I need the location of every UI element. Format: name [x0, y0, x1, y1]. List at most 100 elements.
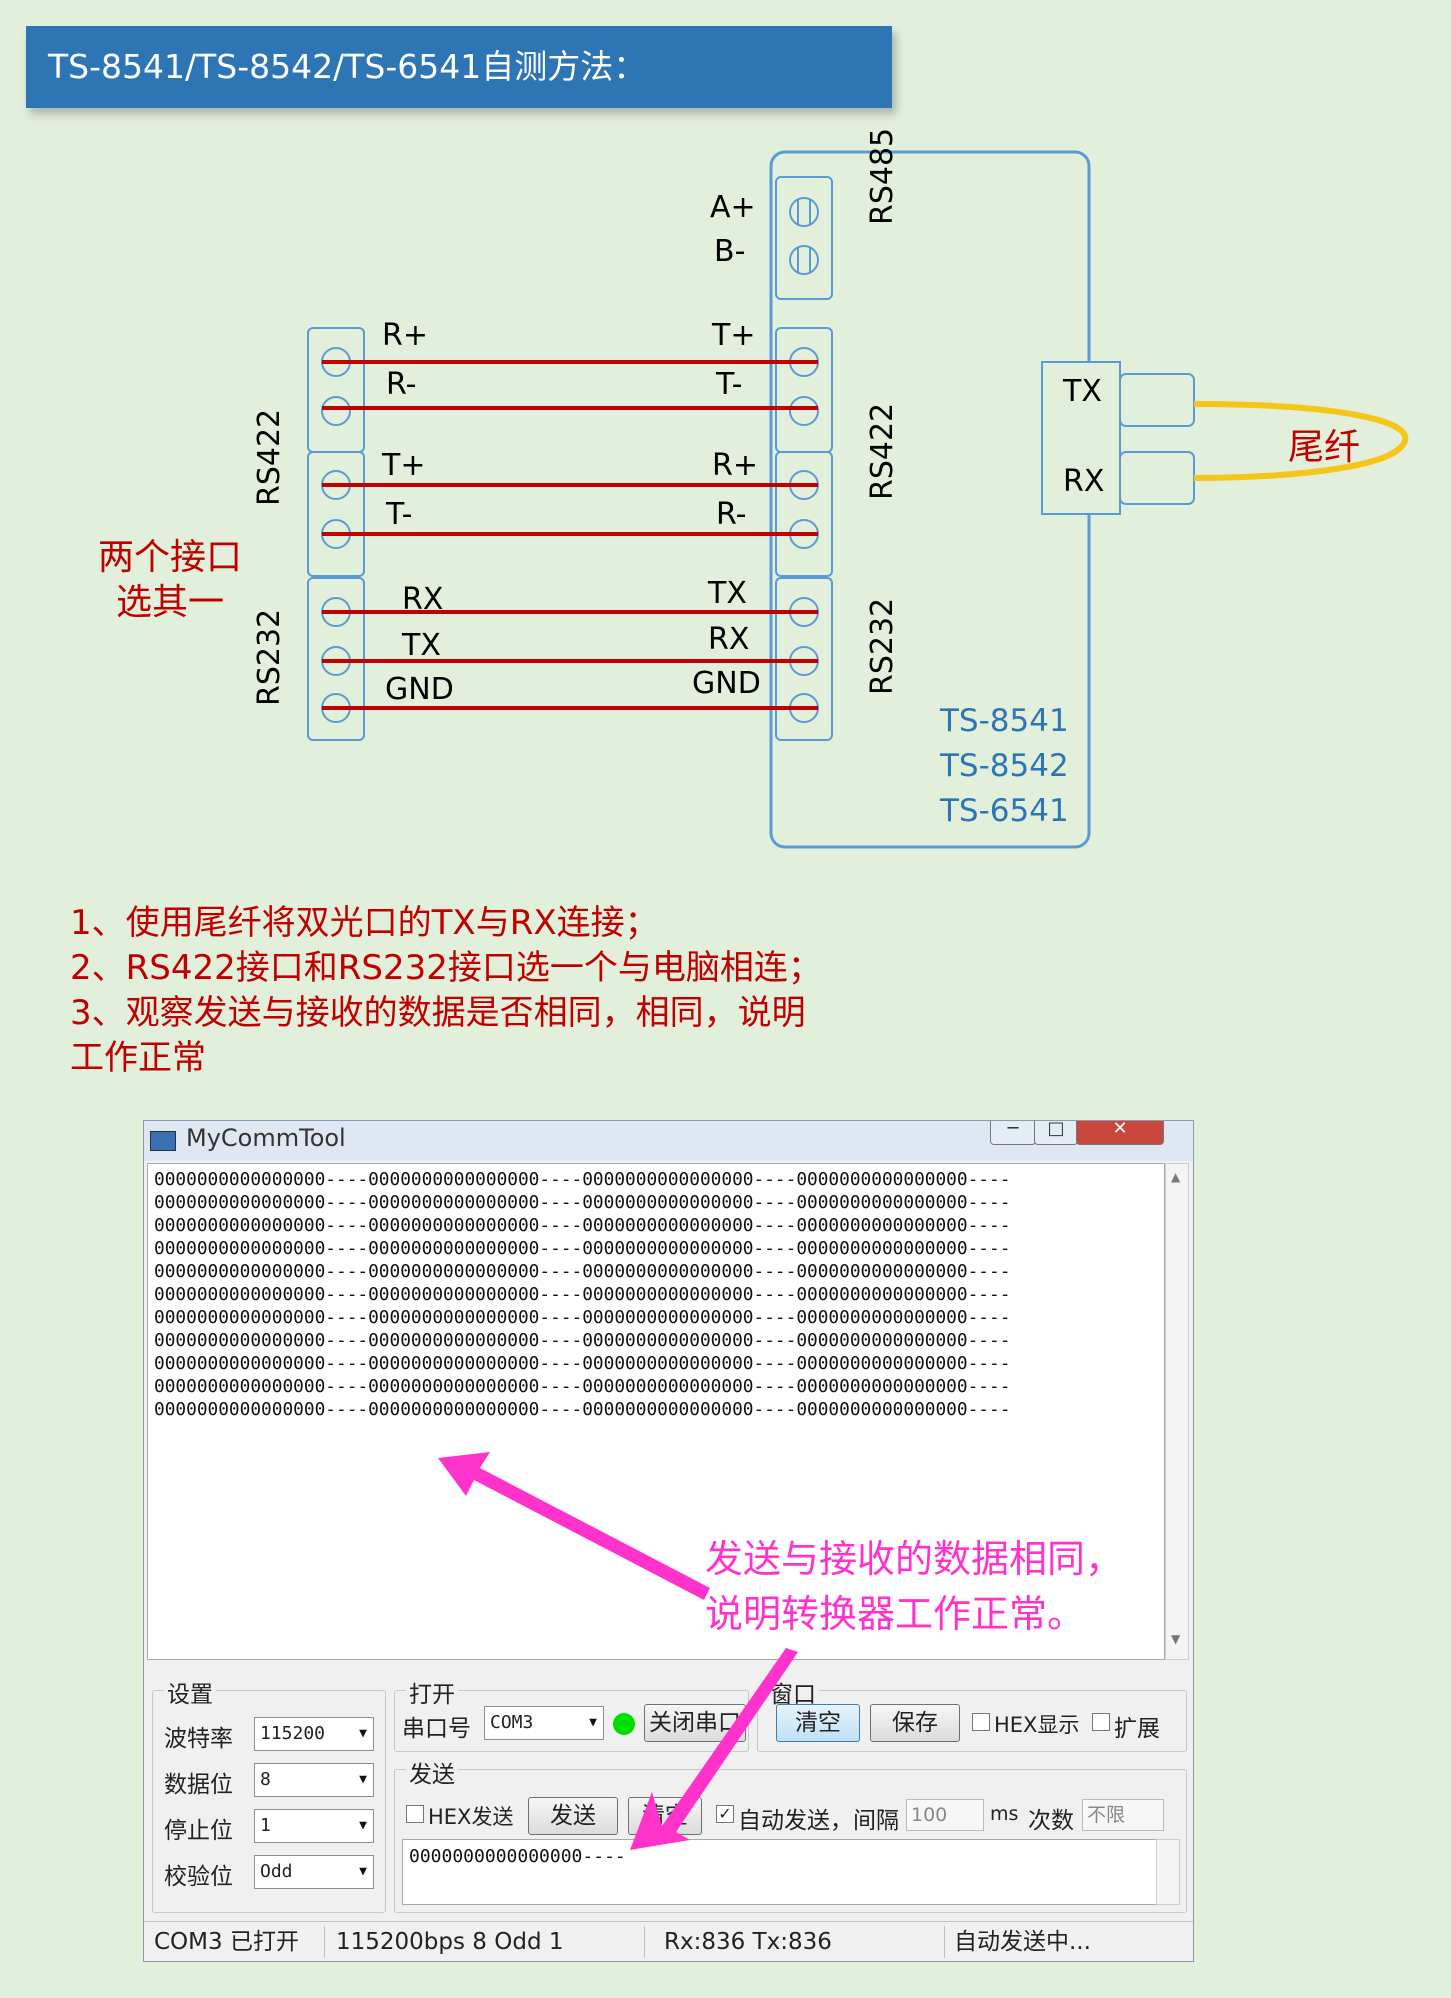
scroll-down-icon[interactable]: ▼	[1171, 1632, 1181, 1646]
conv-rs422-pin-tplus: T+	[712, 318, 756, 353]
status-params: 115200bps 8 Odd 1	[336, 1929, 564, 1955]
baud-select[interactable]: 115200▼	[254, 1717, 374, 1751]
fiber-port-block	[1041, 361, 1121, 515]
arrow-to-send-icon	[630, 1648, 798, 1850]
port-value: COM3	[490, 1712, 534, 1733]
received-line: 0000000000000000----0000000000000000----…	[154, 1192, 1011, 1213]
data-bits-select[interactable]: 8▼	[254, 1763, 374, 1797]
received-line: 0000000000000000----0000000000000000----…	[154, 1169, 1011, 1190]
status-bar: COM3 已打开 115200bps 8 Odd 1 Rx:836 Tx:836…	[144, 1921, 1193, 1961]
instruction-2: 2、RS422接口和RS232接口选一个与电脑相连；	[70, 948, 822, 988]
received-line: 0000000000000000----0000000000000000----…	[154, 1376, 1011, 1397]
interval-input[interactable]: 100	[906, 1799, 984, 1831]
received-line: 0000000000000000----0000000000000000----…	[154, 1284, 1011, 1305]
port-status-indicator	[613, 1713, 635, 1735]
conv-rs232-pin-gnd: GND	[692, 666, 761, 701]
parity-value: Odd	[260, 1861, 293, 1882]
annotation-line1: 发送与接收的数据相同，	[705, 1537, 1124, 1581]
settings-group-label: 设置	[164, 1675, 216, 1709]
port-select[interactable]: COM3 ▼	[484, 1706, 604, 1740]
arrow-to-received-icon	[438, 1452, 710, 1600]
receive-area[interactable]: 0000000000000000----0000000000000000----…	[147, 1163, 1165, 1660]
rs485-pin-b: B-	[714, 234, 746, 269]
send-button[interactable]: 发送	[528, 1797, 618, 1835]
received-line: 0000000000000000----0000000000000000----…	[154, 1238, 1011, 1259]
send-input-text: 0000000000000000----	[409, 1846, 626, 1867]
scroll-up-icon[interactable]: ▲	[1171, 1170, 1181, 1184]
window-title: MyCommTool	[186, 1124, 346, 1152]
data-bits-value: 8	[260, 1769, 271, 1790]
hex-send-checkbox[interactable]	[406, 1805, 424, 1823]
hex-display-label: HEX显示	[994, 1713, 1080, 1737]
status-port: COM3 已打开	[154, 1929, 299, 1955]
count-input[interactable]: 不限	[1082, 1799, 1164, 1831]
status-counts: Rx:836 Tx:836	[664, 1929, 832, 1955]
auto-send-label: 自动发送，间隔	[738, 1808, 899, 1834]
receive-scrollbar[interactable]: ▲ ▼	[1165, 1163, 1189, 1660]
port-label: 串口号	[402, 1716, 471, 1742]
received-line: 0000000000000000----0000000000000000----…	[154, 1215, 1011, 1236]
mycommtool-window: MyCommTool ─ □ ✕ 0000000000000000----000…	[143, 1120, 1194, 1962]
send-input[interactable]: 0000000000000000----	[402, 1839, 1164, 1905]
pc-rs422-pin-rminus: R-	[386, 367, 417, 402]
received-line: 0000000000000000----0000000000000000----…	[154, 1330, 1011, 1351]
expand-label: 扩展	[1114, 1716, 1160, 1742]
model-name-1: TS-8541	[940, 703, 1069, 739]
conv-rs422-pin-tminus: T-	[716, 367, 743, 402]
received-line: 0000000000000000----0000000000000000----…	[154, 1261, 1011, 1282]
pc-rs422-pin-tminus: T-	[386, 497, 413, 532]
baud-label: 波特率	[164, 1726, 233, 1752]
rs485-pin-a: A+	[710, 190, 756, 225]
count-label: 次数	[1028, 1808, 1074, 1834]
parity-label: 校验位	[164, 1864, 233, 1890]
conv-rs422-pin-rminus: R-	[716, 497, 747, 532]
instruction-3-continued: 工作正常	[70, 1038, 206, 1078]
fiber-loop	[1193, 401, 1409, 481]
send-scrollbar[interactable]	[1156, 1839, 1180, 1905]
app-icon	[150, 1131, 176, 1151]
window-titlebar[interactable]: MyCommTool ─ □ ✕	[144, 1121, 1193, 1161]
hex-send-label: HEX发送	[428, 1805, 514, 1829]
instruction-1: 1、使用尾纤将双光口的TX与RX连接；	[70, 903, 659, 943]
fiber-tx-port	[1119, 373, 1195, 427]
data-bits-label: 数据位	[164, 1772, 233, 1798]
expand-checkbox[interactable]	[1092, 1713, 1110, 1731]
clear-receive-button[interactable]: 清空	[776, 1704, 860, 1742]
chevron-down-icon: ▼	[359, 1772, 367, 1787]
pc-rs232-pin-rx: RX	[402, 582, 444, 617]
send-group	[394, 1769, 1187, 1913]
page-title: TS-8541/TS-8542/TS-6541自测方法：	[26, 26, 892, 108]
minimize-icon[interactable]: ─	[990, 1121, 1036, 1145]
fiber-tx-label: TX	[1063, 374, 1102, 409]
instruction-3: 3、观察发送与接收的数据是否相同，相同，说明	[70, 993, 806, 1033]
chevron-down-icon: ▼	[359, 1818, 367, 1833]
chevron-down-icon: ▼	[589, 1715, 597, 1730]
close-icon[interactable]: ✕	[1076, 1121, 1164, 1145]
parity-select[interactable]: Odd▼	[254, 1855, 374, 1889]
wiring-diagram	[307, 150, 1409, 849]
send-group-label: 发送	[406, 1755, 458, 1789]
hex-display-checkbox[interactable]	[972, 1713, 990, 1731]
stop-bits-label: 停止位	[164, 1818, 233, 1844]
received-line: 0000000000000000----0000000000000000----…	[154, 1399, 1011, 1420]
pc-rs232-pin-tx: TX	[402, 628, 441, 663]
model-name-3: TS-6541	[940, 793, 1069, 829]
maximize-icon[interactable]: □	[1034, 1121, 1078, 1145]
save-button[interactable]: 保存	[870, 1704, 960, 1742]
conv-rs422-pin-rplus: R+	[712, 448, 758, 483]
settings-group	[152, 1690, 386, 1913]
interface-note-line2: 选其一	[116, 582, 225, 623]
connection-wires	[322, 360, 818, 710]
stop-bits-select[interactable]: 1▼	[254, 1809, 374, 1843]
stop-bits-value: 1	[260, 1815, 271, 1836]
received-line: 0000000000000000----0000000000000000----…	[154, 1307, 1011, 1328]
interface-note-line1: 两个接口	[98, 537, 243, 578]
auto-send-checkbox[interactable]: ✓	[716, 1805, 734, 1823]
pc-rs232-pin-gnd: GND	[385, 672, 454, 707]
conv-rs232-pin-tx: TX	[708, 576, 747, 611]
annotation-line2: 说明转换器工作正常。	[705, 1592, 1086, 1636]
pc-rs422-pin-tplus: T+	[382, 448, 426, 483]
fiber-rx-label: RX	[1063, 464, 1105, 499]
